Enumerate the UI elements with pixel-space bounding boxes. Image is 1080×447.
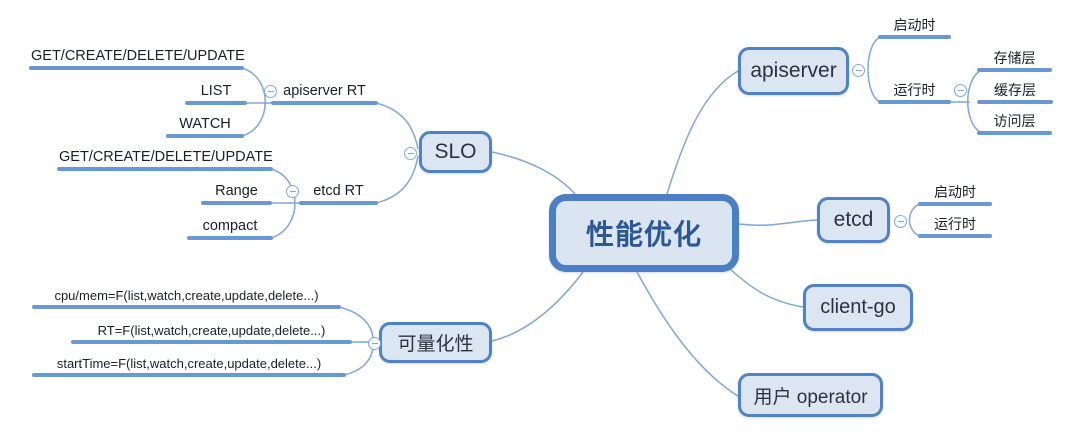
topic-cpu-mem-formula[interactable]: cpu/mem=F(list,watch,create,update,delet… (54, 288, 319, 303)
topic-list[interactable]: LIST (200, 83, 232, 99)
brace-runtime-children (967, 69, 983, 134)
box-quantifiability[interactable]: 可量化性 (379, 322, 492, 363)
collapse-icon-etcd-rt[interactable] (286, 185, 299, 198)
topic-watch[interactable]: WATCH (179, 116, 231, 132)
topic-apiserver-startup[interactable]: 启动时 (893, 17, 936, 33)
topic-apiserver-runtime[interactable]: 运行时 (893, 82, 936, 98)
box-apiserver[interactable]: apiserver (738, 47, 849, 95)
collapse-icon-apiserver[interactable] (852, 64, 865, 77)
link-central-to-clientgo (728, 267, 804, 308)
brace-slo-bottom (375, 155, 419, 204)
minus-icon (855, 69, 862, 72)
minus-icon (267, 90, 274, 93)
topic-get-create-delete-update-1[interactable]: GET/CREATE/DELETE/UPDATE (31, 48, 245, 64)
brace-etcd-children (908, 203, 921, 237)
topic-cache-layer[interactable]: 缓存层 (994, 82, 1036, 98)
topic-rt-formula[interactable]: RT=F(list,watch,create,update,delete...) (97, 323, 326, 338)
topic-compact[interactable]: compact (202, 218, 258, 234)
topic-storage-layer[interactable]: 存储层 (993, 50, 1036, 66)
collapse-icon-apiserver-rt[interactable] (264, 85, 277, 98)
topic-starttime-formula[interactable]: startTime=F(list,watch,create,update,del… (56, 356, 322, 371)
topic-etcd-startup[interactable]: 启动时 (934, 184, 976, 200)
box-slo[interactable]: SLO (419, 131, 492, 173)
minus-icon (371, 342, 378, 345)
link-central-to-operator (636, 271, 739, 397)
link-central-to-apiserver (666, 70, 739, 195)
topic-access-layer[interactable]: 访问层 (993, 113, 1036, 129)
topic-etcd-runtime[interactable]: 运行时 (934, 216, 976, 232)
topic-etcd-rt[interactable]: etcd RT (313, 183, 364, 199)
central-topic[interactable]: 性能优化 (549, 194, 739, 272)
topic-get-create-delete-update-2[interactable]: GET/CREATE/DELETE/UPDATE (59, 149, 273, 165)
minus-icon (957, 89, 964, 92)
box-client-go[interactable]: client-go (803, 284, 913, 331)
collapse-icon-slo[interactable] (404, 147, 417, 160)
topic-apiserver-rt[interactable]: apiserver RT (283, 83, 366, 99)
brace-slo-top (375, 102, 419, 150)
collapse-icon-quantifiability[interactable] (368, 337, 381, 350)
link-quant-to-central (491, 271, 584, 342)
collapse-icon-etcd[interactable] (894, 215, 907, 228)
minus-icon (897, 220, 904, 223)
box-user-operator[interactable]: 用户 operator (738, 373, 883, 417)
minus-icon (289, 190, 296, 193)
topic-range[interactable]: Range (215, 183, 258, 199)
box-etcd[interactable]: etcd (817, 197, 890, 243)
collapse-icon-runtime[interactable] (954, 84, 967, 97)
brace-quant-bottom (343, 346, 374, 376)
link-slo-to-central (491, 151, 576, 195)
brace-quant-top (338, 306, 374, 339)
link-central-to-etcd (738, 219, 818, 226)
brace-apiserver-rt-children (241, 67, 266, 137)
brace-apiserver-children (867, 36, 881, 103)
minus-icon (407, 152, 414, 155)
